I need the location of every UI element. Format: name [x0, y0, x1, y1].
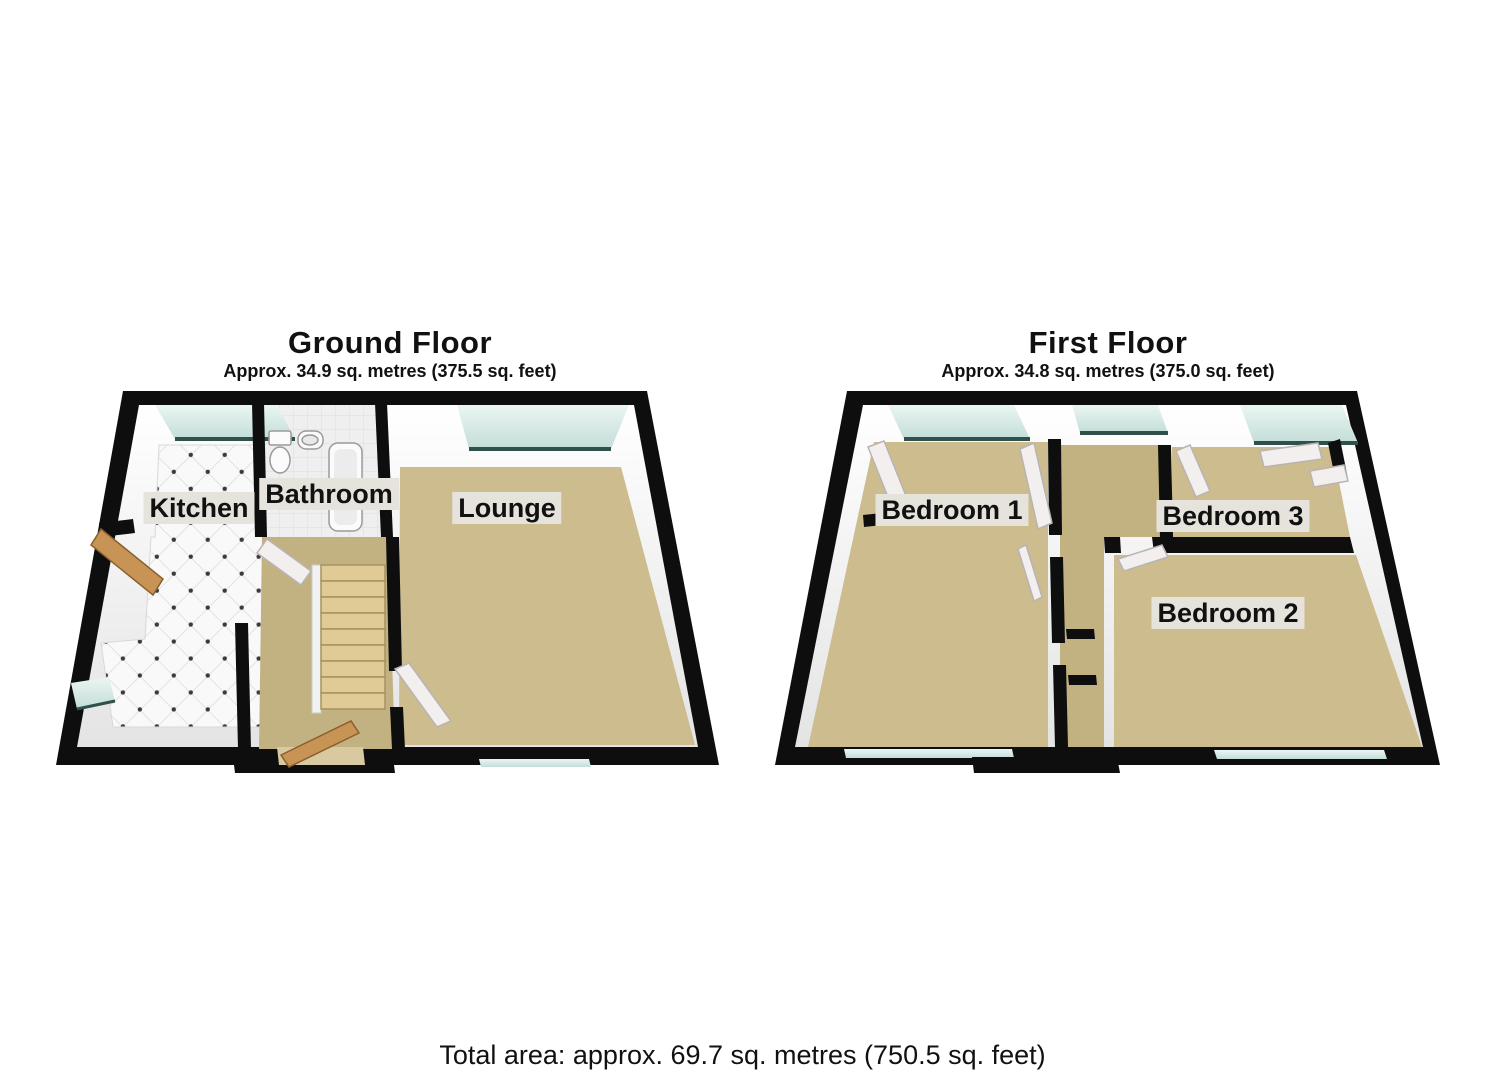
bedroom1-bottom-window	[844, 749, 1014, 758]
bedroom3-wardrobe-door2	[1309, 464, 1349, 488]
room-label-bedroom2: Bedroom 2	[1151, 597, 1305, 629]
bedroom3-door	[1175, 444, 1211, 498]
front-door	[279, 720, 361, 768]
bedroom3-wardrobe-door	[1259, 442, 1323, 468]
lounge-bottom-window	[479, 759, 591, 767]
bedroom2-bottom-window	[1214, 750, 1387, 759]
bedroom1-door	[1019, 441, 1053, 531]
room-label-bedroom3: Bedroom 3	[1156, 500, 1310, 532]
bedroom3-window	[1240, 405, 1358, 445]
interior-walls	[99, 403, 405, 749]
first-floor-area: Approx. 34.8 sq. metres (375.0 sq. feet)	[941, 361, 1275, 381]
lounge-floor	[399, 467, 695, 745]
bedroom1-window	[888, 405, 1030, 441]
bottom-wall-step	[972, 757, 1120, 773]
staircase	[311, 564, 386, 714]
toilet-fixture	[268, 430, 292, 474]
bedroom2-door	[1116, 544, 1170, 572]
ground-floor-section: Ground Floor Approx. 34.9 sq. metres (37…	[55, 326, 725, 787]
total-area-text: Total area: approx. 69.7 sq. metres (750…	[439, 1040, 1046, 1070]
landing-window	[1072, 405, 1168, 435]
room-label-bedroom1: Bedroom 1	[875, 494, 1029, 526]
back-door	[90, 527, 164, 597]
lounge-window	[457, 405, 629, 451]
ground-floor-plan: Kitchen Bathroom Lounge	[55, 387, 725, 787]
first-floor-title: First Floor	[1028, 325, 1188, 360]
lounge-door	[393, 662, 453, 728]
landing-cupboard-door	[1017, 543, 1043, 603]
first-floor-svg	[775, 391, 1440, 773]
landing-floor	[1060, 445, 1160, 747]
room-label-kitchen: Kitchen	[143, 492, 255, 524]
room-label-lounge: Lounge	[452, 492, 562, 524]
first-floor-plan: Bedroom 1 Bedroom 3 Bedroom 2	[772, 387, 1444, 787]
bathroom-door	[255, 537, 313, 587]
ground-floor-title: Ground Floor	[287, 325, 493, 360]
ground-floor-area: Approx. 34.9 sq. metres (375.5 sq. feet)	[223, 361, 557, 381]
ground-floor-svg	[56, 391, 719, 773]
first-floor-section: First Floor Approx. 34.8 sq. metres (375…	[772, 326, 1444, 787]
room-label-bathroom: Bathroom	[259, 478, 399, 510]
sink-fixture	[297, 430, 324, 450]
kitchen-side-window	[71, 677, 116, 711]
